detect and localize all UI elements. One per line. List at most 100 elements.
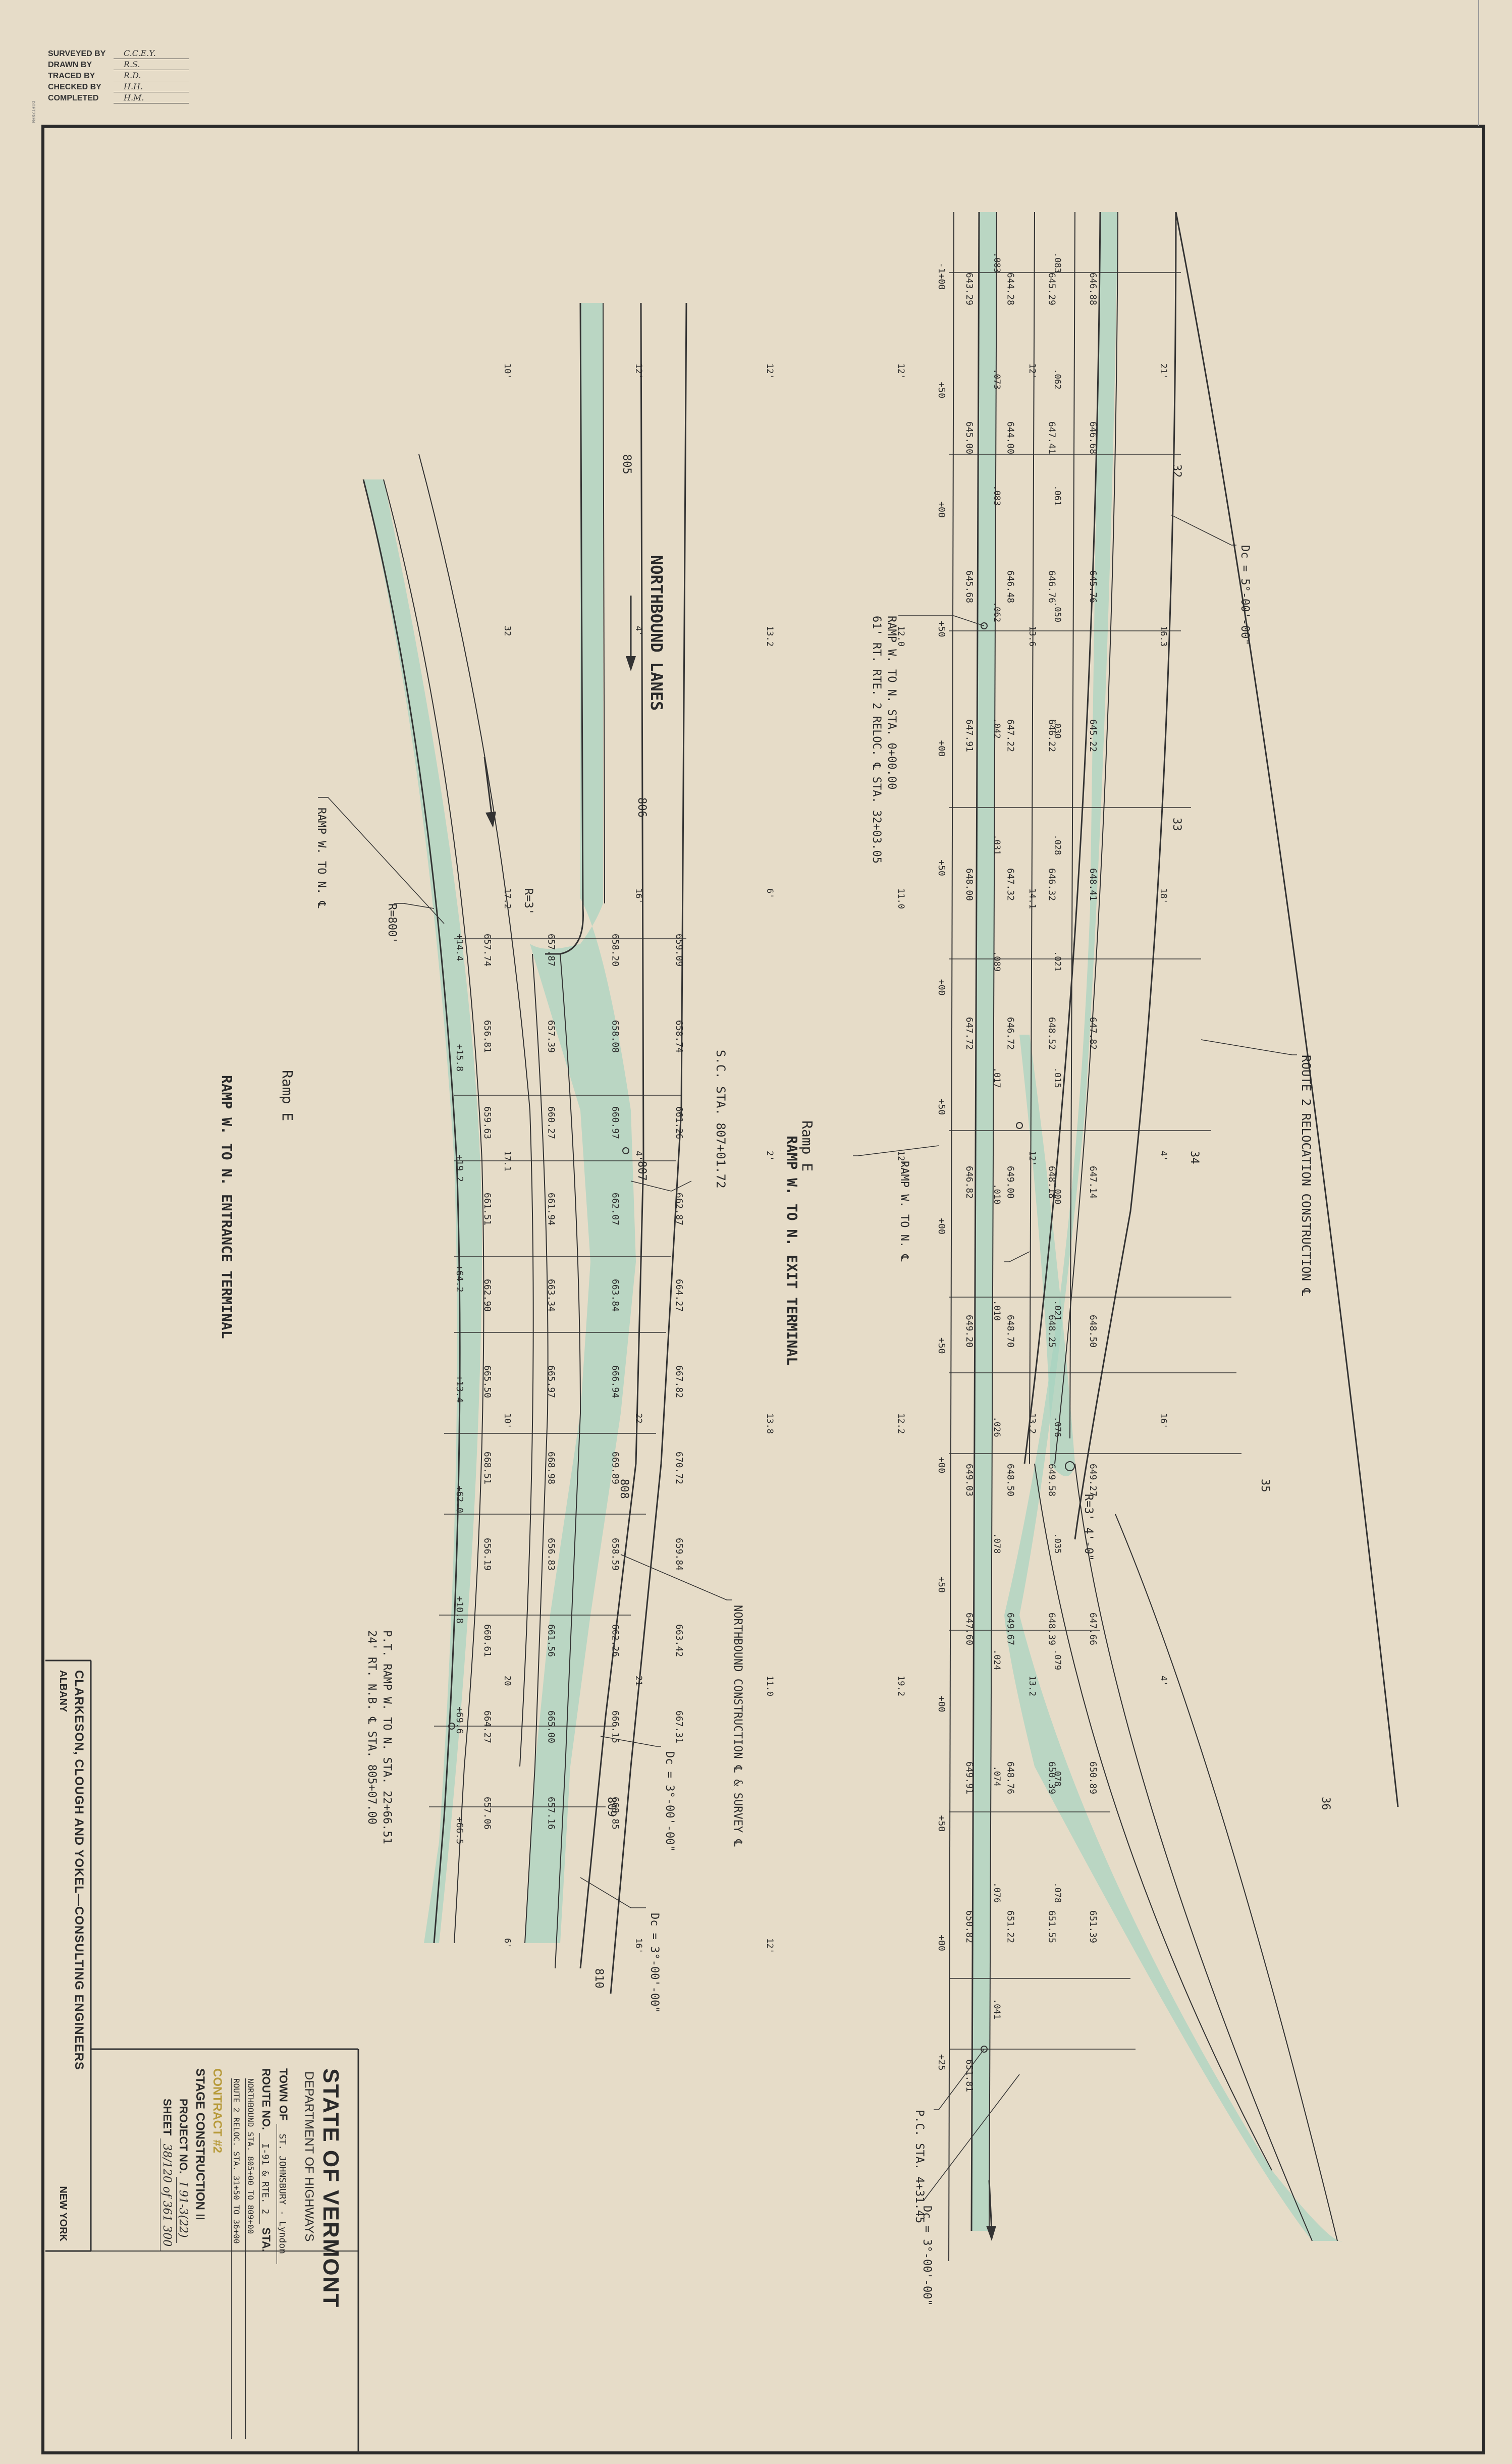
elevation-left: 658.20 <box>610 934 620 967</box>
elevation-left: 664.27 <box>482 1710 493 1743</box>
engineers-name: CLARKESON, CLOUGH AND YOKEL—CONSULTING E… <box>72 1670 86 2070</box>
lane-width-dimension: 16.3 <box>1158 626 1168 647</box>
elevation-right: 644.00 <box>1005 421 1016 454</box>
lane-width-dimension: 13.2 <box>1027 1676 1037 1696</box>
elevation-right: 646.82 <box>964 1166 975 1199</box>
stage-label: STAGE CONSTRUCTION <box>193 2068 207 2210</box>
elevation-right: 650.89 <box>1088 1761 1098 1794</box>
sta-line-1: NORTHBOUND STA. 805+00 TO 809+00 <box>245 2078 255 2439</box>
elevation-right: 649.03 <box>964 1464 975 1496</box>
cross-slope-grade: .035 <box>1052 1533 1062 1554</box>
survey-value: C.C.E.Y. <box>114 48 189 59</box>
cross-slope-grade: .024 <box>992 1649 1002 1670</box>
elevation-right: 647.82 <box>1088 1017 1098 1050</box>
ramp-station-label-2: 61' RT. RTE. 2 RELOC. ℄ STA. 32+03.05 <box>870 616 883 864</box>
elevation-right: 649.91 <box>964 1761 975 1794</box>
station-offset-right: +50 <box>936 1815 947 1832</box>
town-value: ST. JOHNSBURY - Lyndon <box>277 2123 288 2265</box>
elevation-left: 666.94 <box>610 1365 620 1398</box>
elevation-left: 670.72 <box>674 1452 684 1484</box>
cross-slope-grade: .078 <box>1052 1766 1062 1787</box>
station-806: 806 <box>635 797 648 818</box>
lane-width-dimension: 12.0 <box>896 626 906 647</box>
engineers-city-right: NEW YORK <box>58 2186 69 2241</box>
elevation-right: 646.76 <box>1046 570 1057 603</box>
elevation-right: 643.29 <box>964 273 975 305</box>
station-36: 36 <box>1319 1797 1332 1810</box>
elevation-right: 651.81 <box>964 2059 975 2092</box>
lane-width-dimension: 12' <box>1027 363 1037 379</box>
ramp-cl-right-label: RAMP W. TO N. ℄ <box>898 1161 910 1262</box>
lane-width-dimension: 19.2 <box>896 1676 906 1696</box>
elevation-left: 660.97 <box>610 1106 620 1139</box>
state-title: STATE OF VERMONT <box>318 2068 343 2309</box>
lane-width-dimension: 12' <box>1027 1151 1037 1166</box>
elevation-left: 665.00 <box>546 1710 557 1743</box>
lane-width-dimension: 21' <box>1158 363 1168 379</box>
lane-width-dimension: 13.8 <box>765 1413 775 1434</box>
route-value: I-91 & RTE. 2 <box>259 2133 271 2225</box>
engineers-block: CLARKESON, CLOUGH AND YOKEL—CONSULTING E… <box>46 1663 90 2248</box>
pt-ramp-label-2: 24' RT. N.B. ℄ STA. 805+07.00 <box>365 1630 378 1825</box>
ramp-station-label: RAMP W. TO N. STA. 0+00.00 <box>885 616 898 789</box>
station-offset-right: +50 <box>936 1337 947 1354</box>
exit-terminal-label: RAMP W. TO N. EXIT TERMINAL <box>784 1136 800 1365</box>
elevation-right: 647.72 <box>964 1017 975 1050</box>
survey-label: CHECKED BY <box>48 83 101 91</box>
elevation-left: 656.19 <box>482 1538 493 1571</box>
lane-width-dimension: 4' <box>633 626 643 636</box>
elevation-left: 661.56 <box>546 1624 557 1657</box>
survey-label: DRAWN BY <box>48 61 92 69</box>
survey-value: H.H. <box>114 81 189 92</box>
elevation-left: 659.63 <box>482 1106 493 1139</box>
station-34: 34 <box>1188 1151 1201 1164</box>
lane-width-dimension: 2' <box>765 1151 775 1161</box>
survey-label: TRACED BY <box>48 72 95 80</box>
station-32: 32 <box>1170 464 1183 478</box>
elevation-right: 648.41 <box>1088 868 1098 901</box>
lane-width-dimension: 4' <box>1158 1151 1168 1161</box>
elevation-left: 664.27 <box>674 1279 684 1312</box>
lane-width-dimension: 12' <box>765 363 775 379</box>
cross-slope-grade: .010 <box>992 1184 1002 1204</box>
cross-slope-grade: .074 <box>992 1766 1002 1787</box>
elevation-right: 648.18 <box>1046 1166 1057 1199</box>
elevation-right: 648.50 <box>1088 1315 1098 1348</box>
cross-slope-grade: .021 <box>1052 1300 1062 1321</box>
cross-slope-grade: .083 <box>992 252 1002 273</box>
survey-label: COMPLETED <box>48 94 99 102</box>
station-35: 35 <box>1259 1479 1271 1492</box>
elevation-left: 657.39 <box>546 1020 557 1053</box>
lane-width-dimension: 22 <box>633 1413 643 1423</box>
lane-width-dimension: 17.1 <box>502 1151 512 1171</box>
lane-width-dimension: 12' <box>765 1938 775 1954</box>
elevation-left: 661.51 <box>482 1193 493 1225</box>
station-offset-right: +00 <box>936 740 947 757</box>
elevation-right: 645.00 <box>964 421 975 454</box>
elevation-left: 660.61 <box>482 1624 493 1657</box>
cross-slope-grade: .078 <box>1052 1882 1062 1903</box>
lane-width-dimension: 12' <box>896 1151 906 1166</box>
elevation-left: 660.27 <box>546 1106 557 1139</box>
station-809: 809 <box>605 1797 618 1817</box>
elevation-left: 662.87 <box>674 1193 684 1225</box>
elevation-right: 648.00 <box>964 868 975 901</box>
elevation-left: 667.82 <box>674 1365 684 1398</box>
station-offset-left: +19.2 <box>454 1155 465 1182</box>
dc-bottom-label: Dc = 3°-00'-00" <box>648 1913 661 2013</box>
elevation-left: 663.42 <box>674 1624 684 1657</box>
lane-width-dimension: 13.2 <box>765 626 775 647</box>
route2-shade-right <box>1004 212 1342 2241</box>
lane-width-dimension: 10' <box>502 1413 512 1429</box>
station-offset-right: +50 <box>936 1099 947 1115</box>
elevation-left: 658.59 <box>610 1538 620 1571</box>
station-offset-right: -1+00 <box>936 262 947 290</box>
elevation-right: 649.27 <box>1088 1464 1098 1496</box>
elevation-left: 657.16 <box>546 1797 557 1830</box>
elevation-right: 649.00 <box>1005 1166 1016 1199</box>
elevation-left: 659.09 <box>674 934 684 967</box>
elevation-right: 646.88 <box>1088 273 1098 305</box>
station-offset-left: +10.8 <box>454 1596 465 1624</box>
